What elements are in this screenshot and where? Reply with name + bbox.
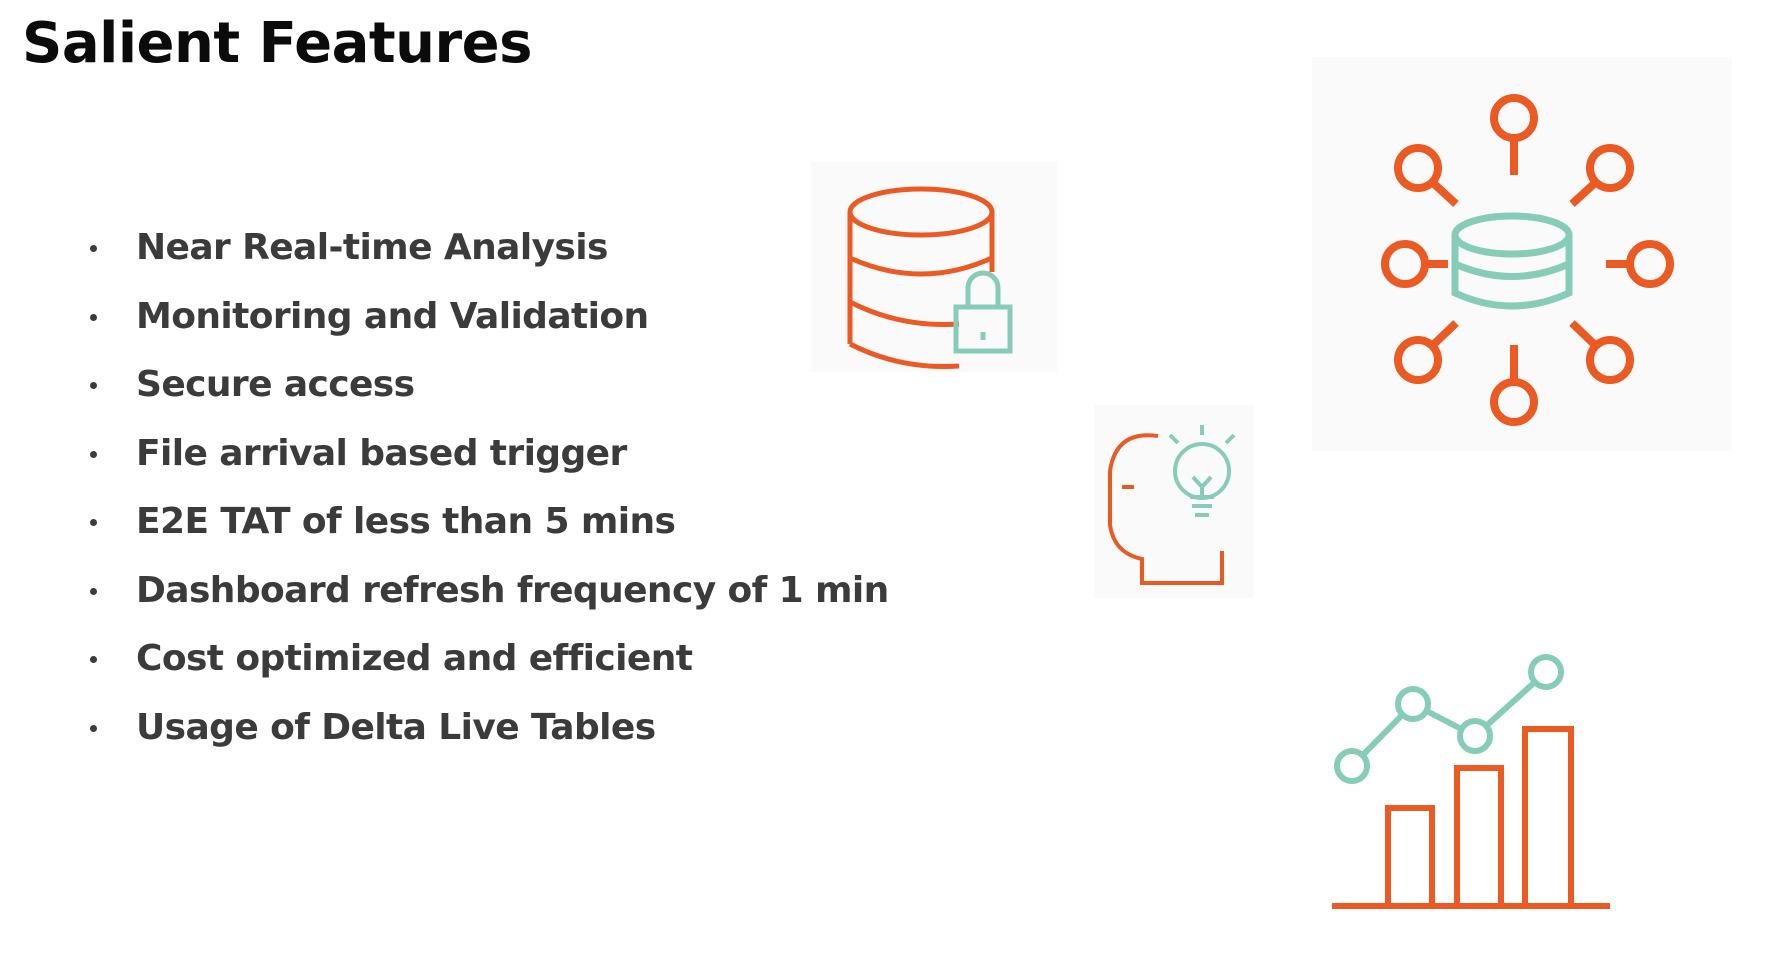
list-item: E2E TAT of less than 5 mins [88,488,889,557]
head-lightbulb-icon [1094,405,1254,598]
bullet-icon [90,313,97,321]
slide-title: Salient Features [22,11,532,76]
feature-text: Usage of Delta Live Tables [136,706,656,748]
bar-line-growth-icon [1320,640,1620,920]
list-item: Near Real-time Analysis [88,214,889,283]
feature-text: Secure access [136,364,415,405]
list-item: File arrival based trigger [88,420,889,489]
database-search-hub-icon [1312,57,1732,451]
bullet-icon [90,519,97,526]
feature-text: File arrival based trigger [136,432,627,474]
feature-text: Near Real-time Analysis [136,227,608,268]
list-item: Monitoring and Validation [88,283,889,352]
bullet-icon [90,450,97,458]
bullet-icon [90,724,97,732]
feature-list: Near Real-time Analysis Monitoring and V… [88,214,889,762]
feature-text: Monitoring and Validation [136,295,649,337]
feature-text: Cost optimized and efficient [136,638,693,679]
bullet-icon [90,587,97,595]
database-lock-icon [811,162,1057,372]
feature-text: Dashboard refresh frequency of 1 min [136,569,889,611]
list-item: Usage of Delta Live Tables [88,694,889,763]
bullet-icon [90,245,97,252]
list-item: Secure access [88,351,889,420]
feature-text: E2E TAT of less than 5 mins [136,501,676,542]
list-item: Dashboard refresh frequency of 1 min [88,557,889,626]
bullet-icon [90,656,97,663]
bullet-icon [90,382,97,389]
list-item: Cost optimized and efficient [88,625,889,694]
